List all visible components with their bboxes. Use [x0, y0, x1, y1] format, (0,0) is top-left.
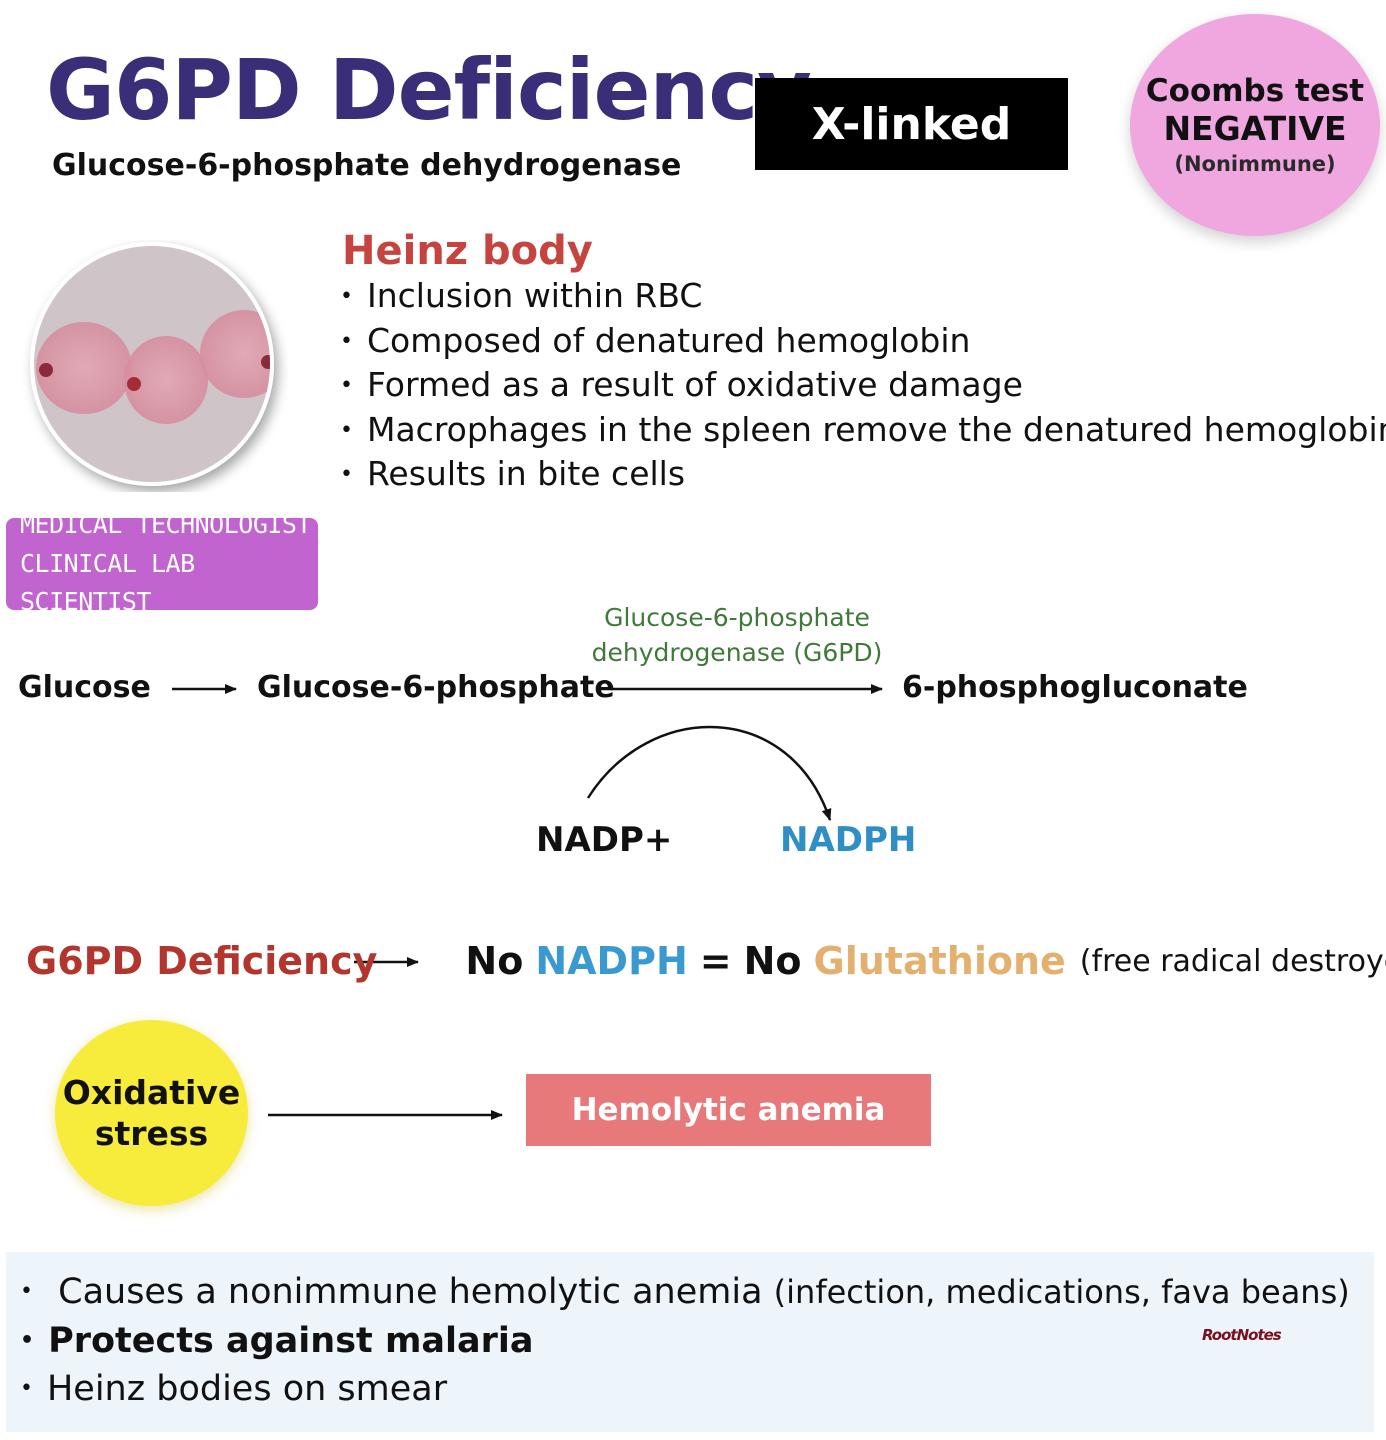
deficiency-nadph: NADPH [535, 939, 688, 983]
oxidative-line1: Oxidative [62, 1072, 241, 1112]
hemolytic-anemia-box: Hemolytic anemia [526, 1074, 931, 1146]
pathway-g6p: Glucose-6-phosphate [257, 670, 615, 705]
deficiency-note: (free radical destroyer) [1079, 943, 1386, 979]
lab-badge-line1: MEDICAL TECHNOLOGIST [20, 509, 312, 539]
heinz-body-micrograph [30, 242, 274, 486]
summary-item: Causes a nonimmune hemolytic anemia (inf… [20, 1268, 1350, 1317]
deficiency-label: G6PD Deficiency [26, 939, 378, 983]
watermark-logo: RootNotes [1202, 1326, 1282, 1344]
heinz-item: Macrophages in the spleen remove the den… [340, 408, 1386, 453]
lab-badge: MEDICAL TECHNOLOGIST CLINICAL LAB SCIENT… [6, 510, 318, 616]
heinz-item: Results in bite cells [340, 452, 1386, 497]
page-title: G6PD Deficiency [46, 41, 812, 139]
summary-item1-main: Causes a nonimmune hemolytic anemia [58, 1272, 763, 1312]
oxidative-stress-circle: Oxidative stress [55, 1020, 248, 1206]
deficiency-no2: No [743, 939, 802, 983]
heinz-item: Formed as a result of oxidative damage [340, 363, 1386, 408]
deficiency-glutathione: Glutathione [813, 939, 1066, 983]
deficiency-row: G6PD Deficiency No NADPH = No Glutathion… [26, 936, 1386, 986]
heinz-heading: Heinz body [342, 228, 593, 274]
inheritance-badge: X-linked [755, 78, 1068, 170]
pathway-nadp-plus: NADP+ [536, 820, 673, 860]
pathway-enzyme: Glucose-6-phosphate dehydrogenase (G6PD) [578, 600, 896, 670]
coombs-test-circle: Coombs test NEGATIVE (Nonimmune) [1130, 14, 1380, 236]
oxidative-line2: stress [94, 1114, 209, 1153]
coombs-line1: Coombs test [1145, 73, 1365, 110]
coombs-line3: (Nonimmune) [1174, 151, 1336, 176]
heinz-item: Composed of denatured hemoglobin [340, 319, 1386, 364]
heinz-item: Inclusion within RBC [340, 274, 1386, 319]
enzyme-line2: dehydrogenase (G6PD) [591, 638, 883, 667]
summary-item: Protects against malaria [20, 1317, 1350, 1366]
summary-item1-paren: (infection, medications, fava beans) [773, 1273, 1350, 1311]
enzyme-line1: Glucose-6-phosphate [604, 603, 870, 632]
heinz-list: Inclusion within RBC Composed of denatur… [340, 274, 1386, 497]
summary-item: Heinz bodies on smear [20, 1365, 1350, 1414]
deficiency-equals: = [699, 939, 732, 983]
page-subtitle: Glucose-6-phosphate dehydrogenase [52, 148, 682, 183]
summary-list: Causes a nonimmune hemolytic anemia (inf… [20, 1268, 1350, 1414]
lab-badge-line2: CLINICAL LAB SCIENTIST [20, 548, 195, 617]
pathway-product: 6-phosphogluconate [902, 670, 1248, 705]
arrow-nadp-to-nadph [586, 725, 832, 821]
coombs-line2: NEGATIVE [1163, 108, 1347, 148]
pathway-nadph: NADPH [780, 820, 917, 860]
pathway-glucose: Glucose [18, 670, 151, 705]
deficiency-no1: No [465, 939, 524, 983]
